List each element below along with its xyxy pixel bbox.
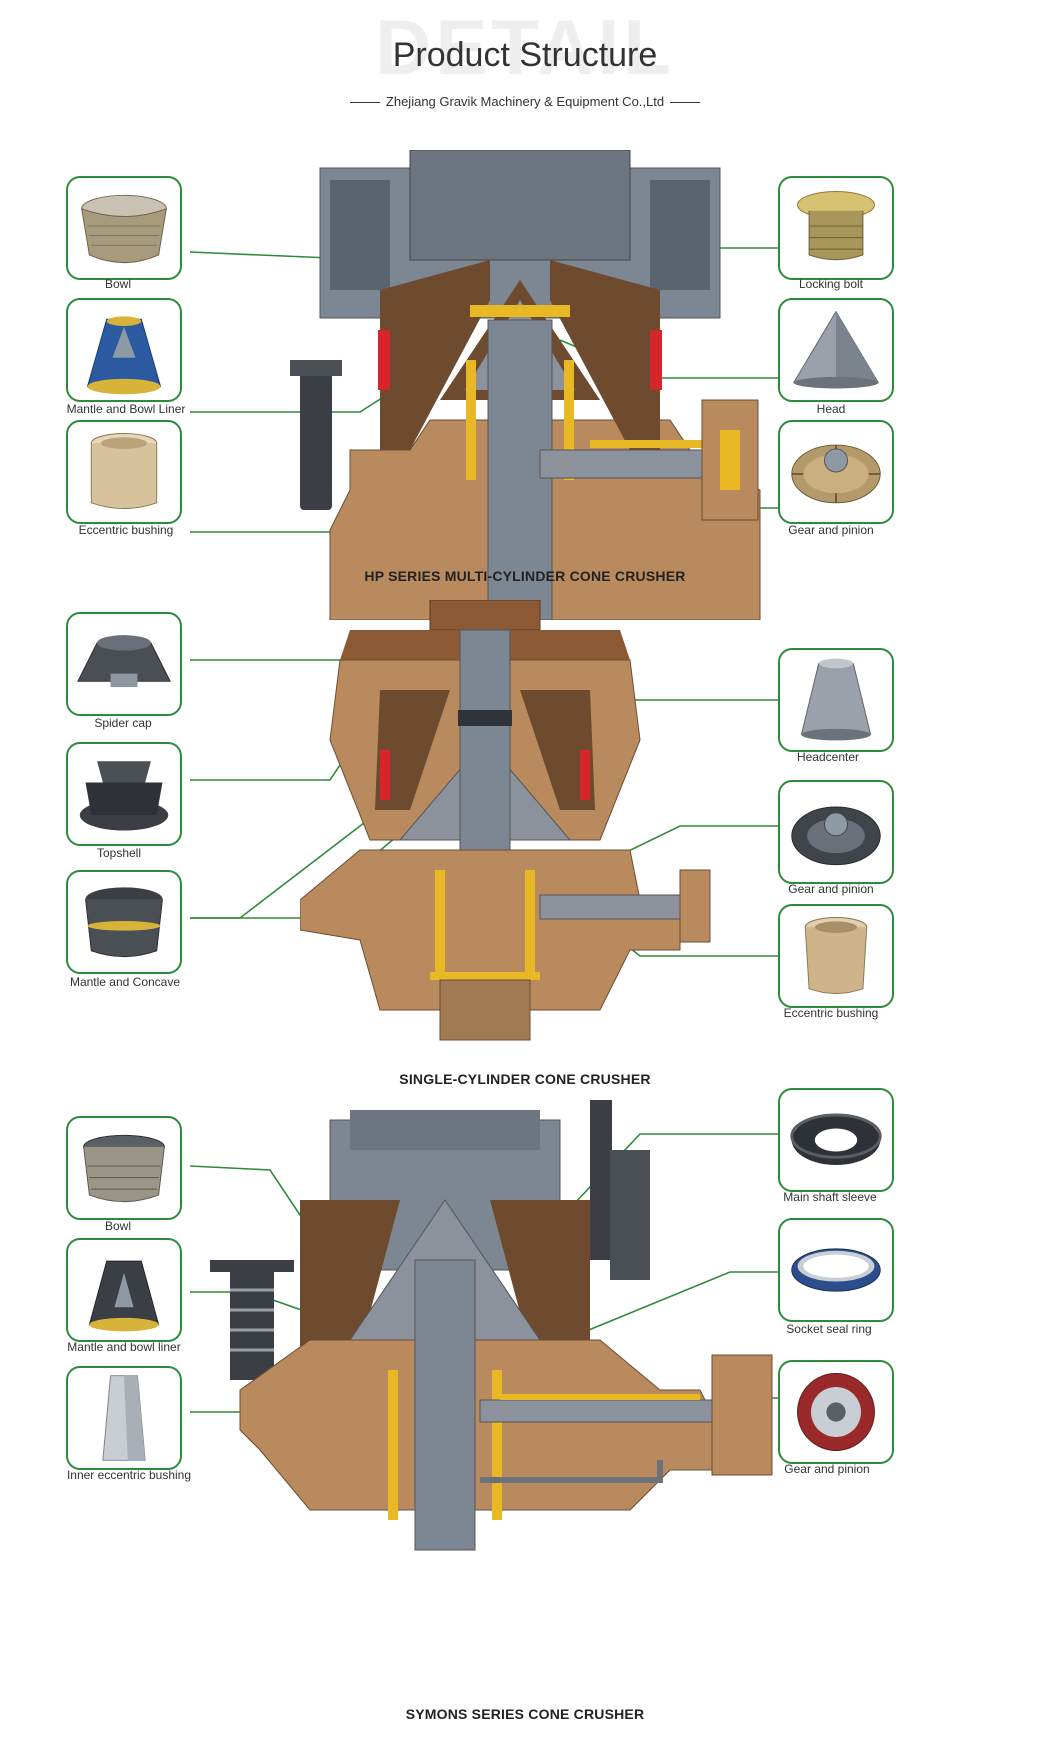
company-subtitle: Zhejiang Gravik Machinery & Equipment Co… bbox=[0, 94, 1050, 109]
company-name: Zhejiang Gravik Machinery & Equipment Co… bbox=[385, 94, 665, 109]
part-label-eccentric-bushing-2: Eccentric bushing bbox=[783, 1006, 879, 1020]
mantle-concave-icon bbox=[85, 887, 163, 958]
hp-crusher-illustration bbox=[290, 150, 761, 620]
part-card-mantle-bowl-liner bbox=[66, 1238, 182, 1342]
part-card-eccentric-bushing-2 bbox=[778, 904, 894, 1008]
inner-bushing-icon bbox=[102, 1375, 146, 1461]
mantle-liner-icon bbox=[88, 1260, 160, 1332]
single-cylinder-crusher-illustration bbox=[300, 600, 711, 1041]
part-card-topshell bbox=[66, 742, 182, 846]
part-card-eccentric-bushing bbox=[66, 420, 182, 524]
part-label-topshell: Topshell bbox=[96, 846, 142, 860]
part-label-head: Head bbox=[816, 402, 846, 416]
bowl-icon bbox=[81, 194, 167, 264]
part-label-bowl: Bowl bbox=[104, 277, 131, 291]
header-watermark: DETAIL bbox=[375, 3, 675, 91]
part-label-socket-seal-ring: Socket seal ring bbox=[786, 1322, 872, 1336]
part-card-gear-pinion bbox=[778, 420, 894, 524]
gear-icon bbox=[797, 1373, 875, 1451]
part-card-headcenter bbox=[778, 648, 894, 752]
part-label-locking-bolt: Locking bolt bbox=[798, 277, 864, 291]
part-label-main-shaft-sleeve: Main shaft sleeve bbox=[783, 1190, 877, 1204]
part-card-head bbox=[778, 298, 894, 402]
bushing-icon bbox=[804, 917, 868, 994]
part-label-gear-pinion: Gear and pinion bbox=[788, 523, 874, 537]
part-card-locking-bolt bbox=[778, 176, 894, 280]
part-label-mantle-liner: Mantle and Bowl Liner bbox=[66, 402, 186, 416]
part-card-bowl-2 bbox=[66, 1116, 182, 1220]
single-cylinder-caption: SINGLE-CYLINDER CONE CRUSHER bbox=[399, 1071, 651, 1087]
headcenter-icon bbox=[800, 658, 872, 741]
part-card-socket-seal-ring bbox=[778, 1218, 894, 1322]
part-card-mantle-concave bbox=[66, 870, 182, 974]
bushing-icon bbox=[90, 433, 158, 509]
part-label-inner-eccentric-bushing: Inner eccentric bushing bbox=[66, 1468, 192, 1482]
hp-caption: HP SERIES MULTI-CYLINDER CONE CRUSHER bbox=[364, 568, 686, 584]
part-label-eccentric-bushing: Eccentric bushing bbox=[78, 523, 174, 537]
part-label-mantle-bowl-liner: Mantle and bowl liner bbox=[67, 1340, 181, 1354]
part-label-gear-pinion-2: Gear and pinion bbox=[788, 882, 874, 896]
gear-icon bbox=[791, 444, 881, 504]
part-label-spider-cap: Spider cap bbox=[94, 716, 152, 730]
mantle-liner-icon bbox=[86, 316, 162, 395]
locking-bolt-icon bbox=[797, 190, 875, 261]
part-label-bowl-2: Bowl bbox=[104, 1219, 131, 1233]
part-card-bowl bbox=[66, 176, 182, 280]
page-header: DETAIL Product Structure Zhejiang Gravik… bbox=[0, 0, 1050, 120]
symons-caption: SYMONS SERIES CONE CRUSHER bbox=[405, 1706, 645, 1722]
spider-cap-icon bbox=[77, 635, 171, 688]
head-icon bbox=[792, 310, 880, 389]
seal-ring-icon bbox=[791, 1248, 881, 1292]
part-card-gear-pinion-2 bbox=[778, 780, 894, 884]
bowl-icon bbox=[83, 1134, 165, 1203]
part-card-spider-cap bbox=[66, 612, 182, 716]
topshell-icon bbox=[79, 761, 169, 831]
gear-icon bbox=[791, 806, 881, 866]
symons-crusher-illustration bbox=[210, 1100, 773, 1551]
part-card-gear-pinion-3 bbox=[778, 1360, 894, 1464]
part-label-headcenter: Headcenter bbox=[796, 750, 860, 764]
part-card-inner-eccentric-bushing bbox=[66, 1366, 182, 1470]
part-label-mantle-concave: Mantle and Concave bbox=[69, 975, 181, 989]
subtitle-dash-right bbox=[670, 102, 701, 104]
shaft-sleeve-icon bbox=[790, 1113, 882, 1165]
part-card-main-shaft-sleeve bbox=[778, 1088, 894, 1192]
part-label-gear-pinion-3: Gear and pinion bbox=[784, 1462, 870, 1476]
subtitle-dash-left bbox=[349, 102, 380, 104]
part-card-mantle-liner bbox=[66, 298, 182, 402]
page-title: Product Structure bbox=[392, 36, 658, 74]
